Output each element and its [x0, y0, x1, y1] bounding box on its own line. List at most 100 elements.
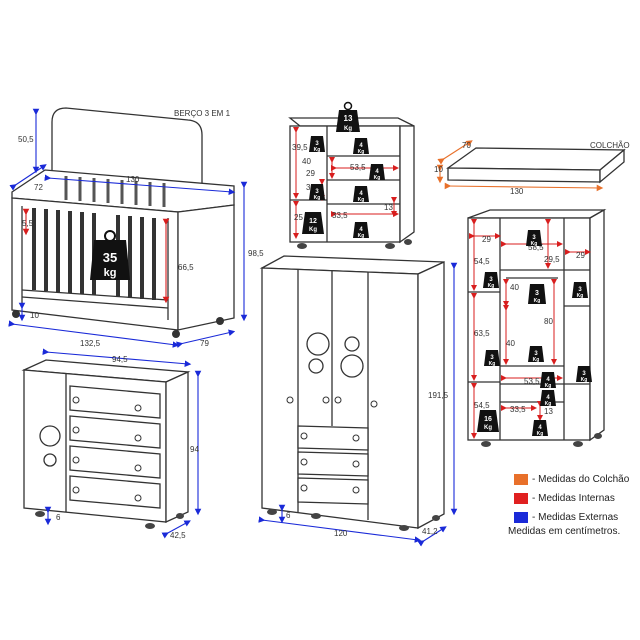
wardrobe-dim-w1: 29 — [482, 235, 491, 244]
wardrobe-weight-unit-7: Kg — [581, 377, 588, 383]
dresser-weight-unit-2: Kg — [314, 147, 321, 153]
dresser-weight-value-8: 4 — [375, 169, 379, 175]
crib-dim-inner: 66,5 — [178, 263, 194, 272]
wardrobe-dim-h6: 40 — [506, 339, 515, 348]
wardrobe-closed-knobs — [286, 396, 378, 494]
wardrobe-weight-icon-10: 16 Kg — [477, 410, 499, 432]
wardrobe-weight-unit-6: Kg — [533, 357, 540, 363]
dresser-weight-value-4: 3 — [315, 189, 319, 195]
wardrobe-weight-unit-11: Kg — [537, 431, 544, 437]
wardrobe-dim-h8: 54,5 — [474, 401, 490, 410]
dresser-weight-icon-2: 3 Kg — [309, 136, 325, 153]
wardrobe-open-internal-lines — [469, 219, 591, 439]
dresser-dim-wtop: 94,5 — [112, 355, 128, 364]
dresser-dim-h1: 39,5 — [292, 143, 308, 152]
wardrobe-dim-w2: 58,5 — [528, 243, 544, 252]
wardrobe-dim-w3: 29 — [576, 251, 585, 260]
crib-weight-icon: 35 kg — [90, 230, 130, 280]
wardrobe-dim-h3: 40 — [510, 283, 519, 292]
dresser-weight-value-5: 4 — [359, 191, 363, 197]
crib-dimension-lines — [8, 108, 248, 348]
wardrobe-closed-drawing — [259, 255, 445, 530]
wardrobe-weight-icon-7: 3 Kg — [576, 366, 592, 383]
mattress-dim-thick: 10 — [434, 165, 443, 174]
wardrobe-weight-unit-3: Kg — [577, 293, 584, 299]
wardrobe-weight-icon-8: 4 Kg — [540, 372, 556, 389]
wardrobe-weight-value-8: 4 — [546, 377, 550, 383]
wardrobe-weight-icon-6: 3 Kg — [528, 346, 544, 363]
crib-internal-lines — [22, 208, 170, 304]
legend-item-external: - Medidas Externas — [514, 508, 638, 527]
wardrobe-dim-height: 191,5 — [428, 391, 449, 400]
dresser-closed-drawing — [21, 359, 191, 524]
dresser-weight-icon-4: 3 Kg — [309, 184, 325, 201]
dresser-weight-icon-6: 12 Kg — [302, 212, 324, 234]
dresser-weight-value-1: 13 — [344, 114, 353, 123]
crib-dim-width: 130 — [126, 175, 140, 184]
dresser-dim-rgap: 13 — [384, 203, 393, 212]
legend-swatch-internal — [514, 493, 528, 504]
wardrobe-weight-icon-5: 3 Kg — [484, 350, 500, 367]
dresser-weight-unit-6: Kg — [309, 227, 317, 233]
mattress-drawing — [446, 147, 626, 184]
legend-label-internal: - Medidas Internas — [532, 493, 615, 504]
dresser-dim-wlow: 33,5 — [332, 211, 348, 220]
wardrobe-weight-icon-2: 3 Kg — [526, 230, 542, 247]
crib-dim-total: 98,5 — [248, 249, 264, 258]
wardrobe-dim-h5: 80 — [544, 317, 553, 326]
wardrobe-weight-value-10: 16 — [484, 416, 492, 423]
mattress-dim-depth: 70 — [462, 141, 471, 150]
wardrobe-dim-h9: 33,5 — [510, 405, 526, 414]
wardrobe-open-drawing — [467, 208, 607, 442]
wardrobe-dim-h1: 54,5 — [474, 257, 490, 266]
mattress-dimension-lines — [436, 140, 604, 192]
mattress-dim-length: 130 — [510, 187, 524, 196]
legend-item-internal: - Medidas Internas — [514, 489, 638, 508]
legend-swatch-external — [514, 512, 528, 523]
wardrobe-weight-icon-11: 4 Kg — [532, 420, 548, 437]
wardrobe-dim-depth: 41,2 — [422, 527, 438, 536]
dresser-weight-value-3: 4 — [359, 143, 363, 149]
dresser-dim-top: 53,5 — [350, 163, 366, 172]
wardrobe-dim-h10: 13 — [544, 407, 553, 416]
wardrobe-dim-h2: 29,5 — [544, 255, 560, 264]
legend-swatch-mattress — [514, 474, 528, 485]
dresser-weight-icon-8: 4 Kg — [369, 164, 385, 181]
dresser-dim-htotal: 94 — [190, 445, 199, 454]
dresser-weight-value-7: 4 — [359, 227, 363, 233]
crib-dim-gap: 5,5 — [22, 219, 34, 228]
legend-label-mattress: - Medidas do Colchão — [532, 474, 630, 485]
dresser-weight-icon-3: 4 Kg — [353, 138, 369, 155]
wardrobe-weight-value-6: 3 — [534, 351, 538, 357]
wardrobe-weight-unit-5: Kg — [489, 361, 496, 367]
dresser-weight-unit-8: Kg — [374, 175, 381, 181]
crib-dim-headboard: 50,5 — [18, 135, 34, 144]
dresser-weight-unit-5: Kg — [358, 197, 365, 203]
dresser-dim-h5: 25 — [294, 213, 303, 222]
mattress-title: COLCHÃO — [590, 141, 630, 150]
crib-dim-base: 10 — [30, 311, 39, 320]
dresser-open-feet — [297, 239, 412, 249]
dresser-dim-depth: 42,5 — [170, 531, 186, 540]
wardrobe-dim-h7: 53,5 — [524, 377, 540, 386]
wardrobe-dim-h4: 63,5 — [474, 329, 490, 338]
crib-dim-side: 79 — [200, 339, 209, 348]
wardrobe-dim-width: 120 — [334, 529, 348, 538]
legend: - Medidas do Colchão - Medidas Internas … — [514, 470, 638, 527]
wardrobe-weight-icon-4: 3 Kg — [528, 284, 546, 304]
crib-weight-unit: kg — [104, 267, 117, 279]
dresser-weight-value-6: 12 — [309, 218, 317, 225]
dresser-closed-dimension-lines — [42, 348, 202, 539]
wardrobe-weight-unit-8: Kg — [545, 383, 552, 389]
wardrobe-weight-icon-1: 3 Kg — [483, 272, 499, 289]
dresser-weight-unit-4: Kg — [314, 195, 321, 201]
crib-dim-depth: 72 — [34, 183, 43, 192]
wardrobe-weight-unit-9: Kg — [545, 401, 552, 407]
wardrobe-weight-value-4: 3 — [535, 290, 539, 297]
crib-dim-length: 132,5 — [80, 339, 101, 348]
wardrobe-weight-unit-4: Kg — [534, 298, 541, 304]
wardrobe-weight-value-11: 4 — [538, 425, 542, 431]
wardrobe-weight-icon-3: 3 Kg — [572, 282, 588, 299]
wardrobe-weight-value-2: 3 — [532, 235, 536, 241]
